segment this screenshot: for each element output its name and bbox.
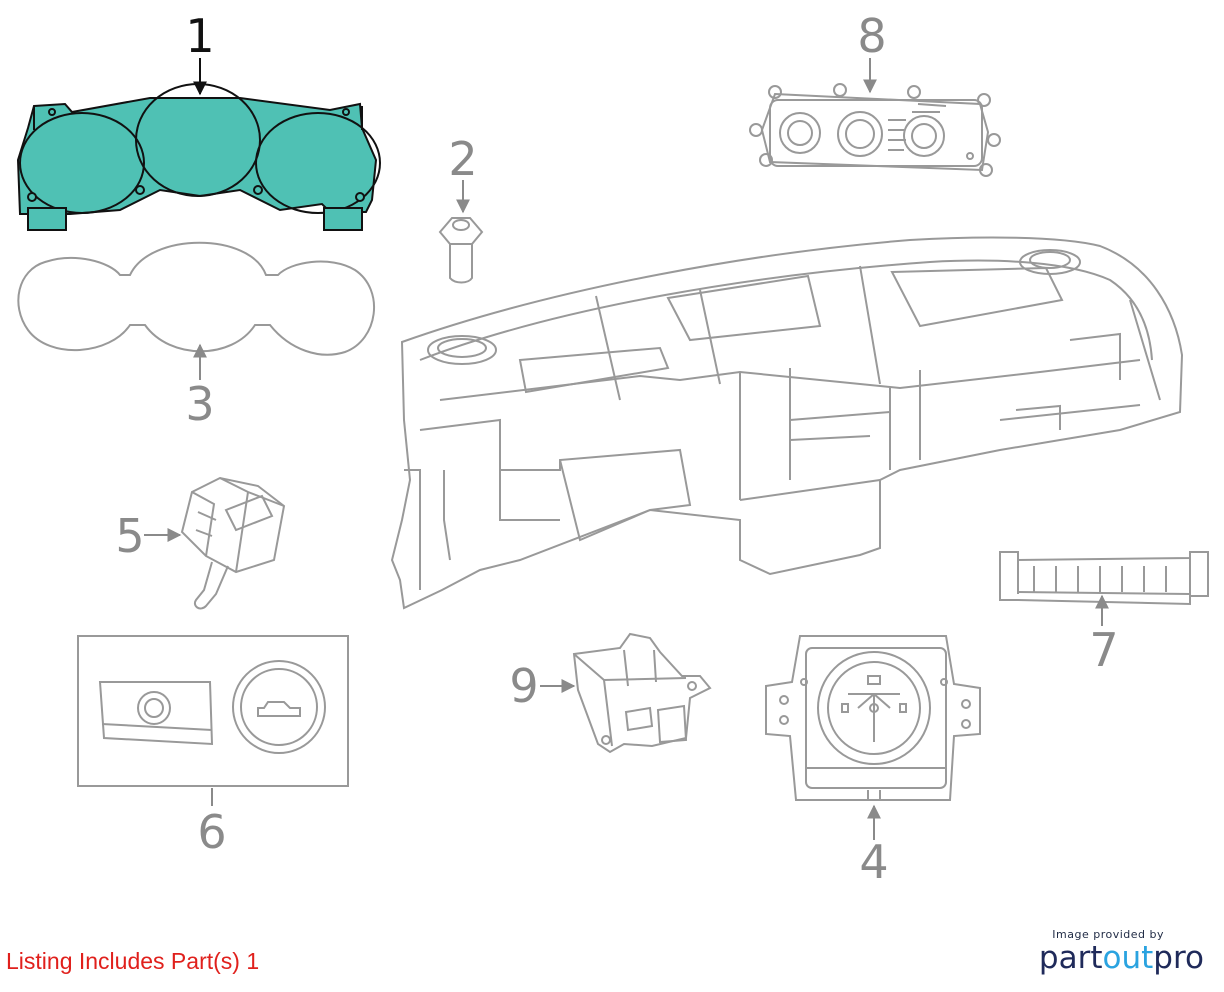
part-8-climate-control-panel [749,83,1001,177]
part-4-clock-assembly [765,635,981,801]
callout-2: 2 [448,132,477,186]
callout-5: 5 [115,509,144,563]
part-5-switch [180,476,286,610]
callout-1: 1 [185,9,214,63]
callout-3: 3 [185,377,214,431]
listing-note: Listing Includes Part(s) 1 [6,948,260,974]
callout-7: 7 [1089,623,1118,677]
callout-6: 6 [197,805,226,859]
brand-name-part: part [1038,940,1103,976]
dashboard-instrument-panel [390,236,1184,610]
brand-logo: Image provided by partoutpro [1039,928,1204,975]
callout-8: 8 [857,9,886,63]
brand-name-out: out [1102,940,1154,976]
brand-name-pro: pro [1153,940,1204,976]
part-1-instrument-cluster[interactable] [16,83,381,231]
callout-4: 4 [859,835,888,889]
brand-name: partoutpro [1039,941,1204,975]
brand-tagline: Image provided by [1052,928,1164,941]
part-2-clip [438,217,484,284]
part-9-module [572,632,712,754]
callout-9: 9 [509,659,538,713]
part-3-cluster-lens [17,241,376,356]
part-7-switch-bank [999,551,1209,606]
part-6-switch-panel [77,635,349,787]
